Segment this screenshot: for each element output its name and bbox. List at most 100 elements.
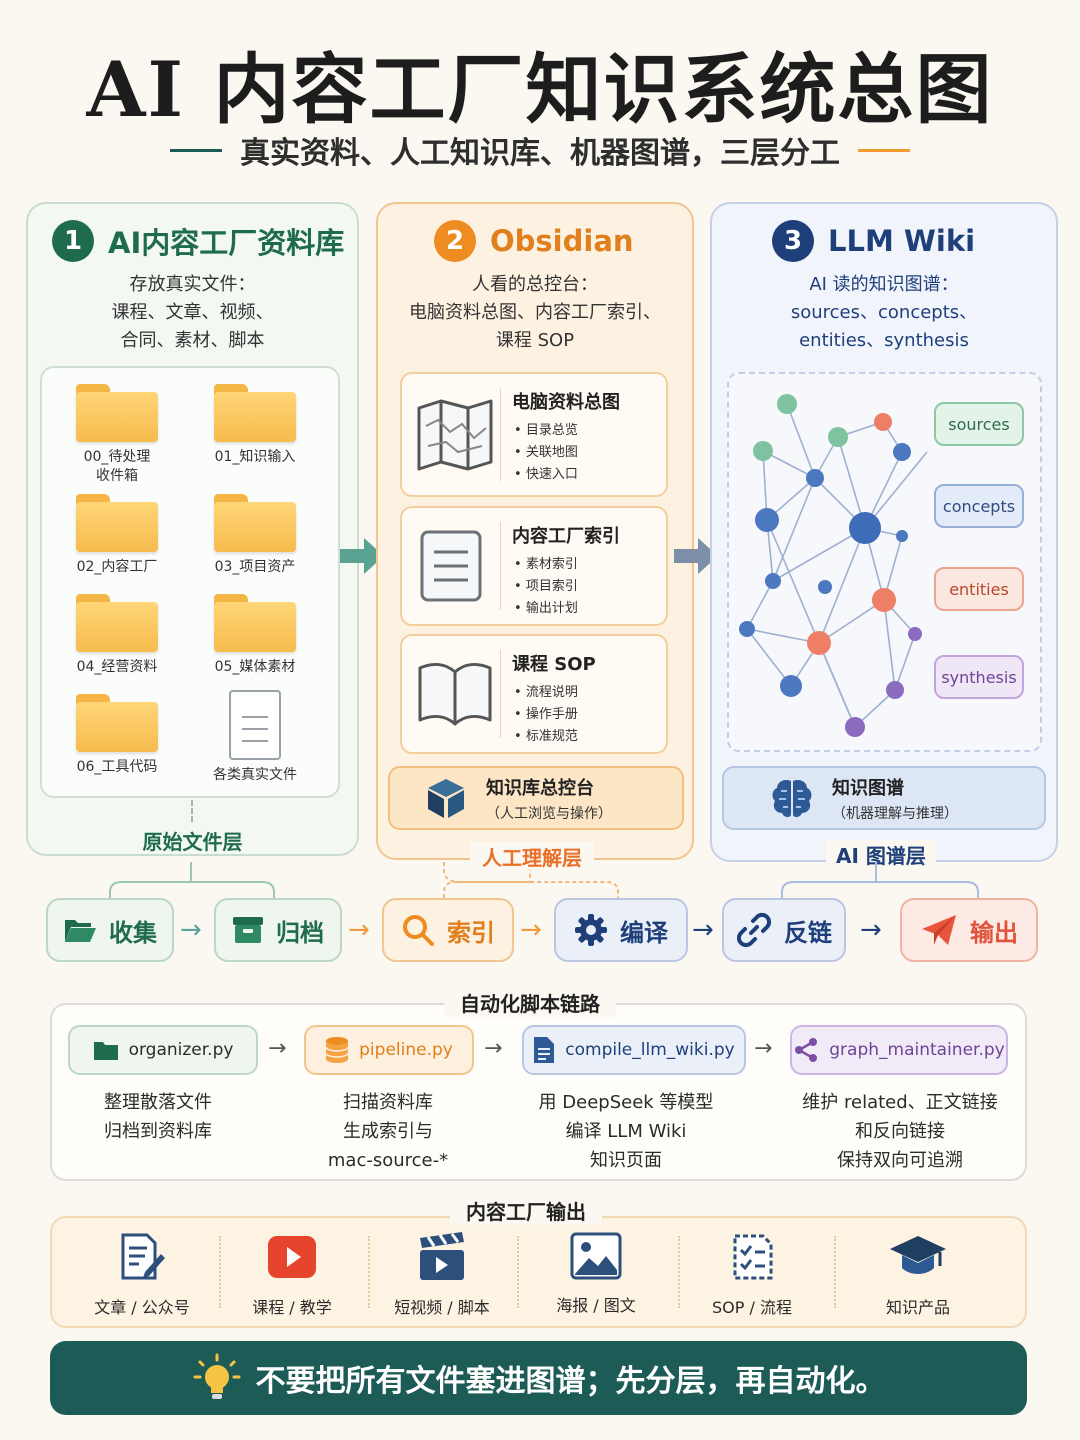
database-icon	[325, 1037, 349, 1063]
folder-item[interactable]: 00_待处理 收件箱	[52, 384, 182, 486]
folder-icon	[93, 1042, 118, 1060]
script-desc-line: 知识页面	[590, 1150, 662, 1171]
card-title: 电脑资料总图	[512, 392, 620, 413]
panel-1-header: 1 AI内容工厂资料库	[52, 220, 344, 262]
outputs-section-title: 内容工厂输出	[450, 1196, 602, 1225]
script-pipeline[interactable]: pipeline.py	[304, 1025, 474, 1075]
card-computer-map[interactable]: 电脑资料总图 目录总览 关联地图 快速入口	[400, 372, 668, 497]
folder-icon	[76, 694, 158, 752]
folder-label: 02_内容工厂	[76, 559, 158, 575]
arrow-icon: →	[860, 915, 882, 945]
tag-entities[interactable]: entities	[934, 567, 1024, 611]
document-item[interactable]: 各类真实文件	[190, 690, 320, 785]
output-poster[interactable]: 海报 / 图文	[526, 1232, 666, 1316]
workflow-label: 编译	[620, 918, 668, 947]
banner-text: 不要把所有文件塞进图谱；先分层，再自动化。	[255, 1364, 886, 1399]
script-name: compile_llm_wiki.py	[565, 1040, 735, 1060]
panel-1-number: 1	[52, 220, 94, 262]
arrow-icon: →	[520, 915, 542, 945]
script-compile-llm-wiki[interactable]: compile_llm_wiki.py	[522, 1025, 746, 1075]
workflow-index-button[interactable]: 索引	[382, 898, 514, 962]
panel-2-title: Obsidian	[490, 224, 634, 258]
output-label: SOP / 流程	[712, 1298, 792, 1317]
folder-item[interactable]: 06_工具代码	[52, 694, 182, 777]
script-description: 维护 related、正文链接 和反向链接 保持双向可追溯	[778, 1088, 1022, 1175]
card-list: 流程说明 操作手册 标准规范	[514, 682, 578, 748]
script-name: graph_maintainer.py	[829, 1040, 1005, 1060]
output-article[interactable]: 文章 / 公众号	[72, 1232, 212, 1318]
script-graph-maintainer[interactable]: graph_maintainer.py	[790, 1025, 1008, 1075]
play-video-icon	[268, 1236, 316, 1278]
script-organizer[interactable]: organizer.py	[68, 1025, 258, 1075]
map-icon	[417, 399, 493, 471]
panel-2-number: 2	[434, 220, 476, 262]
output-short-video[interactable]: 短视频 / 脚本	[372, 1232, 512, 1318]
archive-box-icon	[233, 917, 263, 943]
card-list-item: 操作手册	[514, 704, 578, 726]
output-label: 文章 / 公众号	[94, 1298, 190, 1317]
knowledge-graph-box[interactable]: 知识图谱 （机器理解与推理）	[722, 766, 1046, 830]
output-sop[interactable]: SOP / 流程	[682, 1232, 822, 1318]
panel-2-desc-line: 人看的总控台：	[472, 274, 598, 295]
script-desc-line: 保持双向可追溯	[837, 1150, 963, 1171]
panel-1-desc-line: 存放真实文件：	[129, 274, 256, 295]
subtitle-left-line	[170, 148, 222, 152]
folder-label: 04_经营资料	[76, 659, 158, 675]
card-list-item: 流程说明	[514, 682, 578, 704]
layer-label-ai: AI 图谱层	[826, 840, 936, 869]
workflow-connectors	[109, 862, 979, 898]
card-list: 素材索引 项目索引 输出计划	[514, 554, 578, 620]
panel-2-header: 2 Obsidian	[434, 220, 634, 262]
knowledge-console-box[interactable]: 知识库总控台 （人工浏览与操作）	[388, 766, 684, 830]
folder-icon	[76, 594, 158, 652]
workflow-compile-button[interactable]: 编译	[554, 898, 688, 962]
folder-label: 01_知识输入	[214, 449, 296, 465]
connector-line	[191, 800, 193, 822]
gear-icon	[575, 914, 607, 946]
panel-3-title: LLM Wiki	[828, 224, 976, 258]
folder-label: 06_工具代码	[76, 759, 158, 775]
folder-label: 03_项目资产	[214, 559, 296, 575]
folder-item[interactable]: 02_内容工厂	[52, 494, 182, 577]
workflow-output-button[interactable]: 输出	[900, 898, 1038, 962]
folder-item[interactable]: 04_经营资料	[52, 594, 182, 677]
output-label: 知识产品	[885, 1298, 950, 1317]
folder-item[interactable]: 03_项目资产	[190, 494, 320, 577]
folder-item[interactable]: 05_媒体素材	[190, 594, 320, 677]
subtitle-row: 真实资料、人工知识库、机器图谱，三层分工	[0, 128, 1080, 172]
folder-label: 05_媒体素材	[214, 659, 296, 675]
workflow-label: 索引	[447, 918, 495, 947]
script-desc-line: 维护 related、正文链接	[802, 1092, 998, 1113]
card-course-sop[interactable]: 课程 SOP 流程说明 操作手册 标准规范	[400, 634, 668, 754]
card-content-index[interactable]: 内容工厂索引 素材索引 项目索引 输出计划	[400, 506, 668, 626]
brain-icon	[772, 779, 812, 818]
workflow-label: 收集	[109, 918, 157, 947]
folder-item[interactable]: 01_知识输入	[190, 384, 320, 467]
workflow-archive-button[interactable]: 归档	[214, 898, 342, 962]
card-list-item: 素材索引	[514, 554, 578, 576]
workflow-backlink-button[interactable]: 反链	[722, 898, 846, 962]
folder-label: 00_待处理 收件箱	[83, 449, 151, 484]
output-course[interactable]: 课程 / 教学	[222, 1232, 362, 1318]
link-icon	[736, 912, 772, 948]
tag-synthesis[interactable]: synthesis	[934, 655, 1024, 699]
script-desc-line: 和反向链接	[855, 1121, 945, 1142]
output-knowledge-product[interactable]: 知识产品	[848, 1232, 988, 1318]
panel-3-description: AI 读的知识图谱： sources、concepts、 entities、sy…	[712, 271, 1056, 355]
book-icon	[418, 663, 492, 726]
tag-concepts[interactable]: concepts	[934, 484, 1024, 528]
outputs-section	[50, 1216, 1027, 1328]
script-desc-line: mac-source-*	[327, 1150, 449, 1171]
script-name: organizer.py	[128, 1040, 234, 1060]
card-list-item: 项目索引	[514, 576, 578, 598]
share-icon	[795, 1038, 818, 1062]
workflow-collect-button[interactable]: 收集	[46, 898, 174, 962]
script-desc-line: 归档到资料库	[104, 1121, 212, 1142]
document-label: 各类真实文件	[213, 767, 297, 783]
panel-1-desc-line: 合同、素材、脚本	[120, 330, 265, 351]
panel-3-number: 3	[772, 220, 814, 262]
subtitle-right-line	[858, 148, 910, 152]
card-title: 课程 SOP	[512, 654, 596, 675]
hub-subtitle: （人工浏览与操作）	[486, 805, 612, 822]
tag-sources[interactable]: sources	[934, 402, 1024, 446]
